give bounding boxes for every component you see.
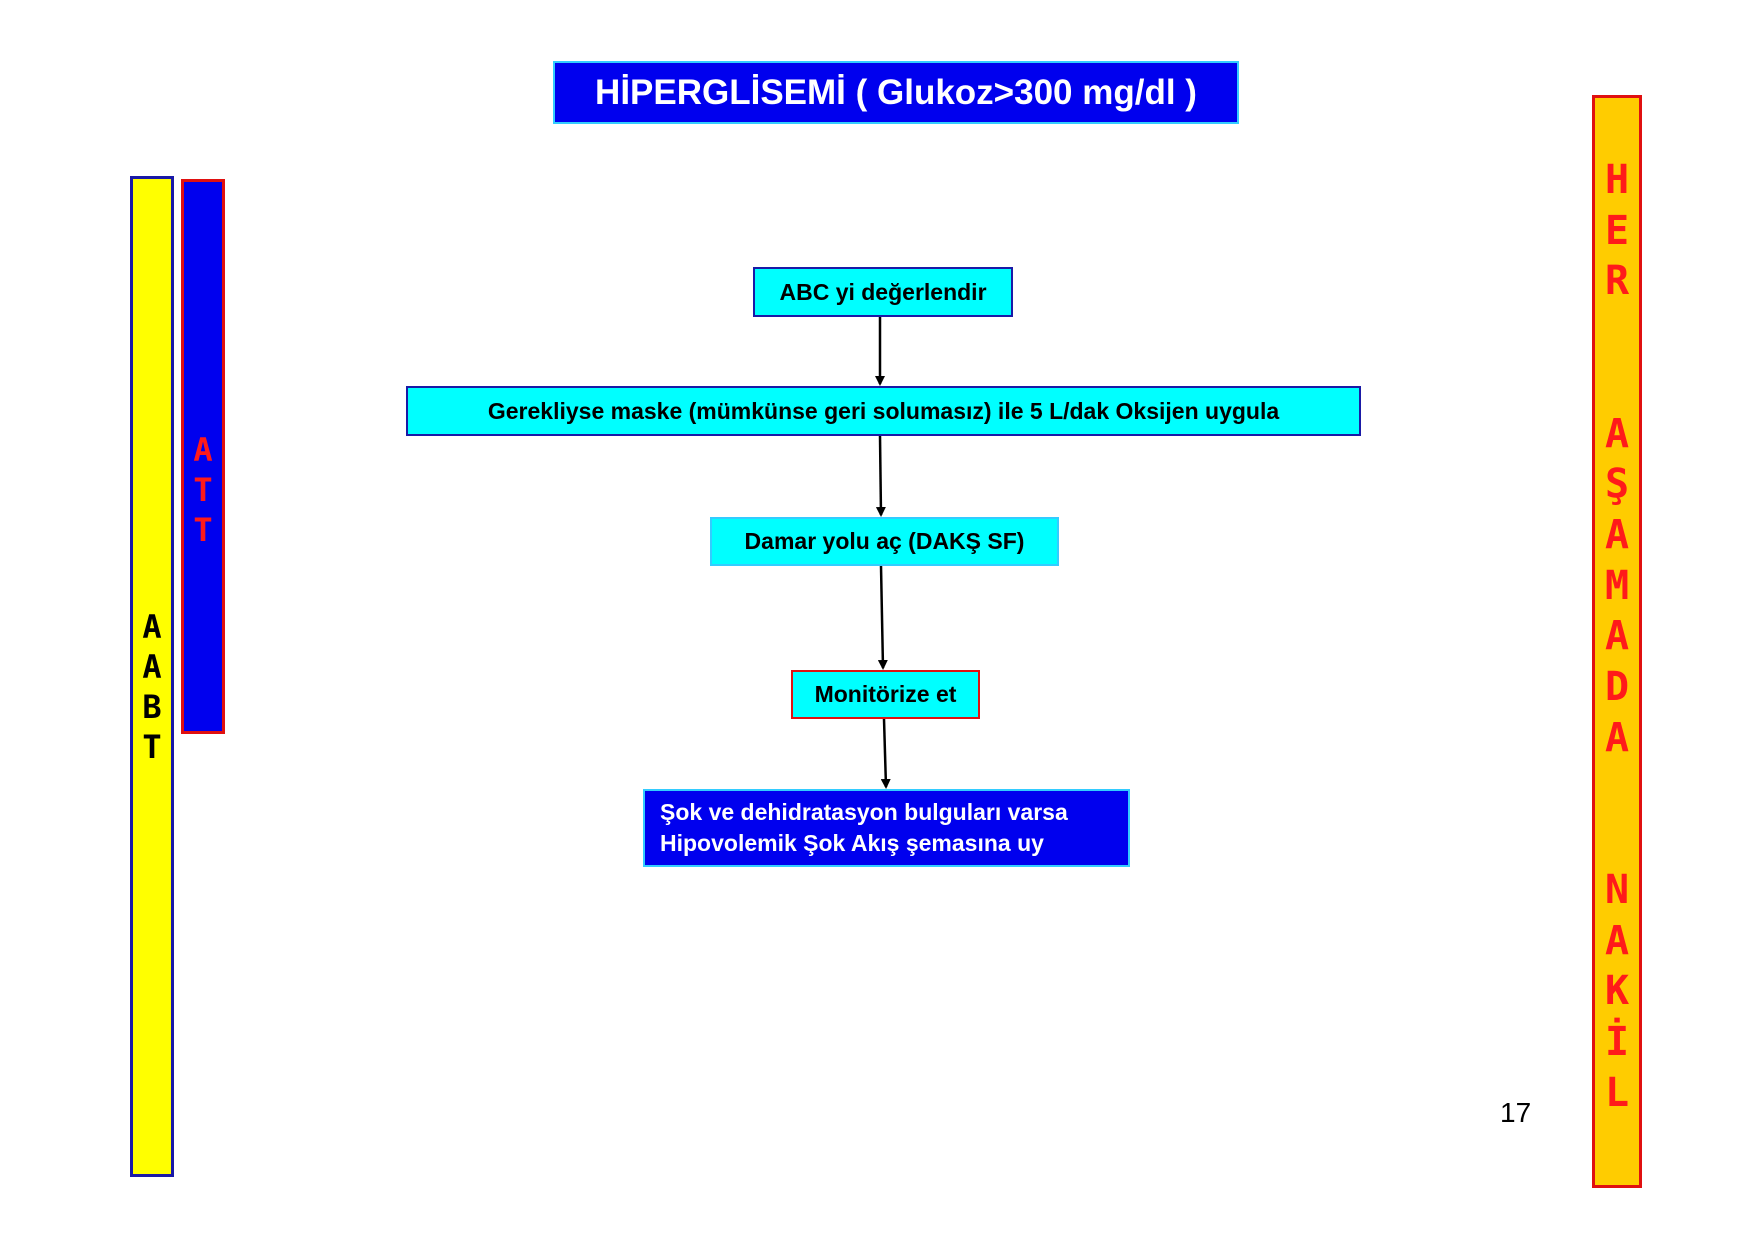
step-shock-line-1: Şok ve dehidratasyon bulguları varsa bbox=[660, 799, 1068, 825]
arrow-3 bbox=[877, 565, 888, 670]
step-oxygen-mask: Gerekliyse maske (mümkünse geri soluması… bbox=[406, 386, 1361, 436]
step-shock-protocol: Şok ve dehidratasyon bulguları varsa Hip… bbox=[643, 789, 1130, 867]
aabt-label: A A B T bbox=[142, 608, 162, 766]
arrow-4 bbox=[880, 718, 891, 789]
att-label: A T T bbox=[193, 431, 213, 549]
her-asamada-nakil-label: H E R A Ş A M A D A N A K İ L bbox=[1604, 157, 1630, 1116]
arrow-2 bbox=[875, 435, 886, 517]
step-shock-line-2: Hipovolemik Şok Akış şemasına uy bbox=[660, 830, 1044, 856]
att-side-bar: A T T bbox=[181, 179, 225, 734]
step-iv-access: Damar yolu aç (DAKŞ SF) bbox=[710, 517, 1059, 566]
page-title: HİPERGLİSEMİ ( Glukoz>300 mg/dl ) bbox=[553, 61, 1239, 124]
her-asamada-nakil-bar: H E R A Ş A M A D A N A K İ L bbox=[1592, 95, 1642, 1188]
page-number: 17 bbox=[1500, 1097, 1532, 1128]
step-monitor: Monitörize et bbox=[791, 670, 980, 719]
step-assess-abc: ABC yi değerlendir bbox=[753, 267, 1013, 317]
aabt-side-bar: A A B T bbox=[130, 176, 174, 1177]
